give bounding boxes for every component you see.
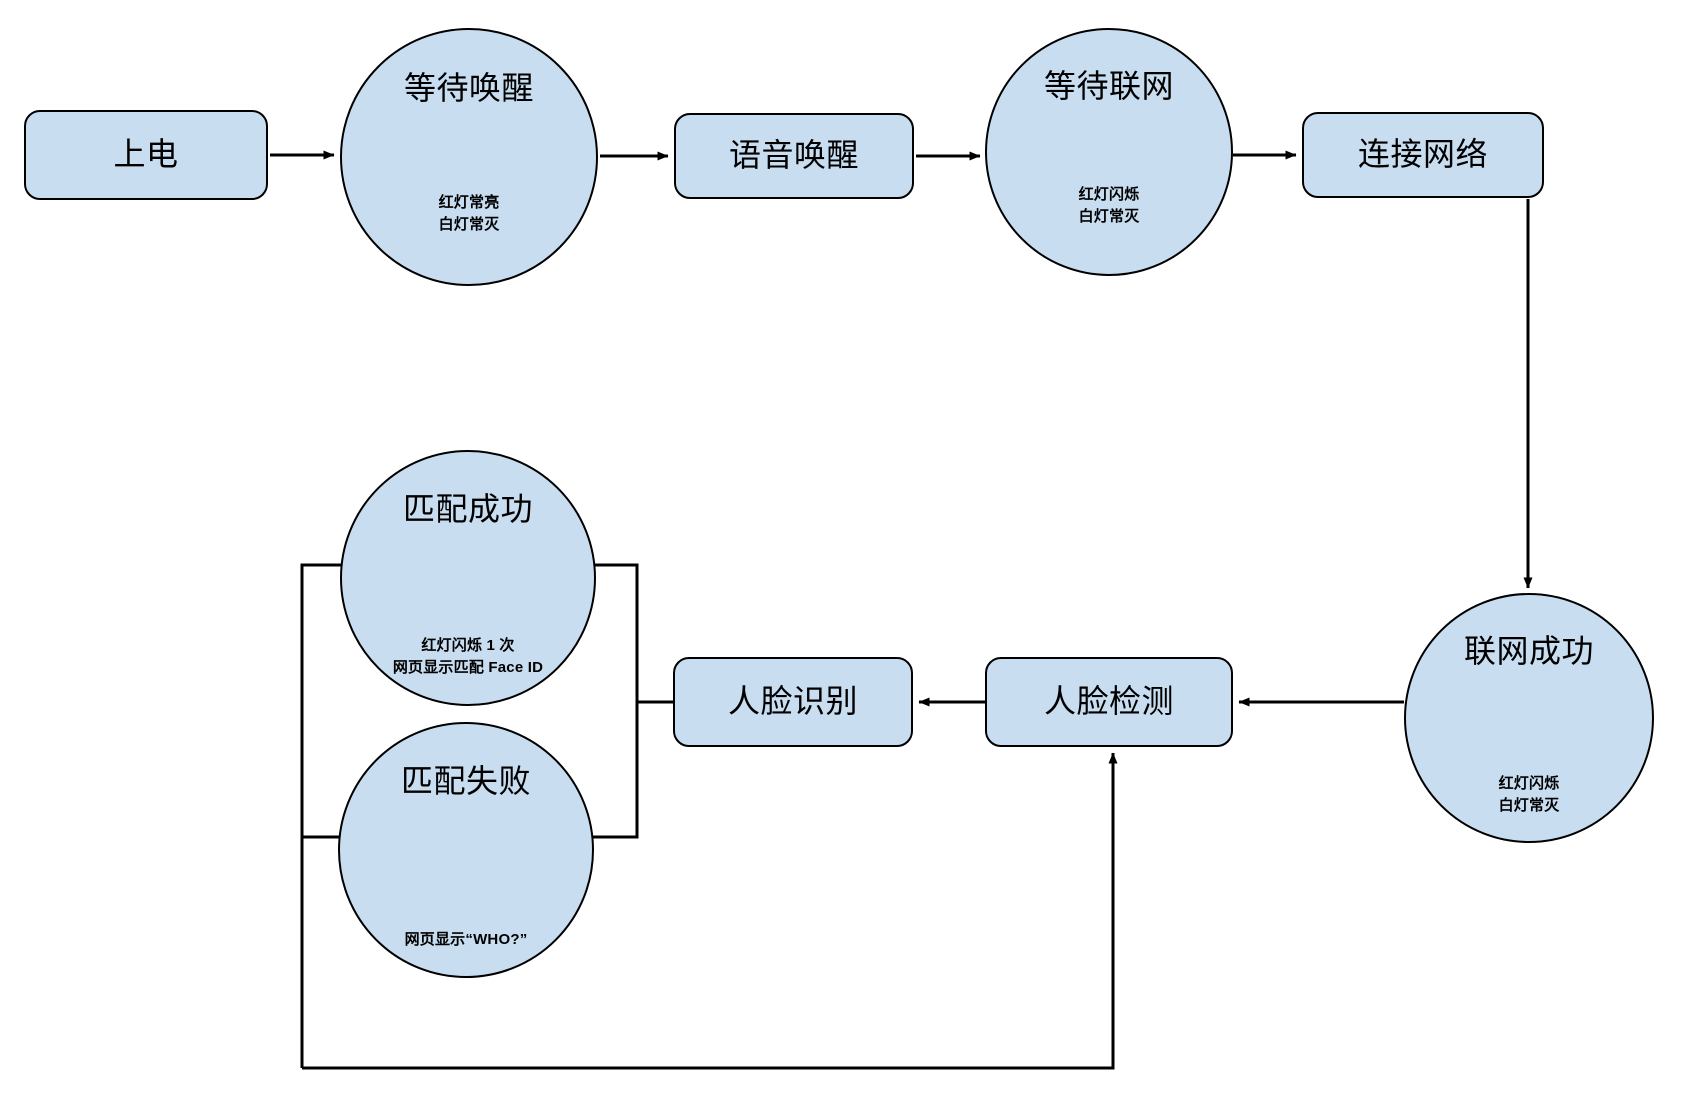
node-voice-wake-label: 语音唤醒 bbox=[728, 137, 859, 174]
node-network-success[interactable]: 联网成功 红灯闪烁 白灯常灭 bbox=[1404, 593, 1654, 843]
node-connect-network-label: 连接网络 bbox=[1357, 136, 1488, 173]
node-wait-network-sub: 红灯闪烁 白灯常灭 bbox=[1078, 186, 1140, 225]
node-network-success-sub: 红灯闪烁 白灯常灭 bbox=[1498, 774, 1560, 814]
node-match-success[interactable]: 匹配成功 红灯闪烁 1 次 网页显示匹配 Face ID bbox=[340, 450, 596, 706]
node-face-detect-label: 人脸检测 bbox=[1043, 683, 1174, 720]
node-match-fail-sub: 网页显示“WHO?” bbox=[404, 931, 528, 949]
node-match-success-sub: 红灯闪烁 1 次 网页显示匹配 Face ID bbox=[392, 637, 544, 677]
node-wait-network-label: 等待联网 bbox=[1043, 68, 1174, 105]
node-network-success-label: 联网成功 bbox=[1463, 633, 1594, 670]
node-connect-network[interactable]: 连接网络 bbox=[1302, 112, 1544, 198]
node-face-detect[interactable]: 人脸检测 bbox=[985, 657, 1233, 747]
node-face-recognize[interactable]: 人脸识别 bbox=[673, 657, 913, 747]
node-wait-network[interactable]: 等待联网 红灯闪烁 白灯常灭 bbox=[985, 28, 1233, 276]
node-match-fail-label: 匹配失败 bbox=[400, 763, 531, 800]
node-power-on[interactable]: 上电 bbox=[24, 110, 268, 200]
node-power-on-label: 上电 bbox=[113, 136, 179, 173]
node-wait-wake-label: 等待唤醒 bbox=[403, 69, 534, 106]
node-wait-wake[interactable]: 等待唤醒 红灯常亮 白灯常灭 bbox=[340, 28, 598, 286]
node-match-success-label: 匹配成功 bbox=[402, 491, 533, 528]
node-wait-wake-sub: 红灯常亮 白灯常灭 bbox=[438, 194, 500, 233]
node-voice-wake[interactable]: 语音唤醒 bbox=[674, 113, 914, 199]
node-match-fail[interactable]: 匹配失败 网页显示“WHO?” bbox=[338, 722, 594, 978]
node-face-recognize-label: 人脸识别 bbox=[727, 683, 858, 720]
